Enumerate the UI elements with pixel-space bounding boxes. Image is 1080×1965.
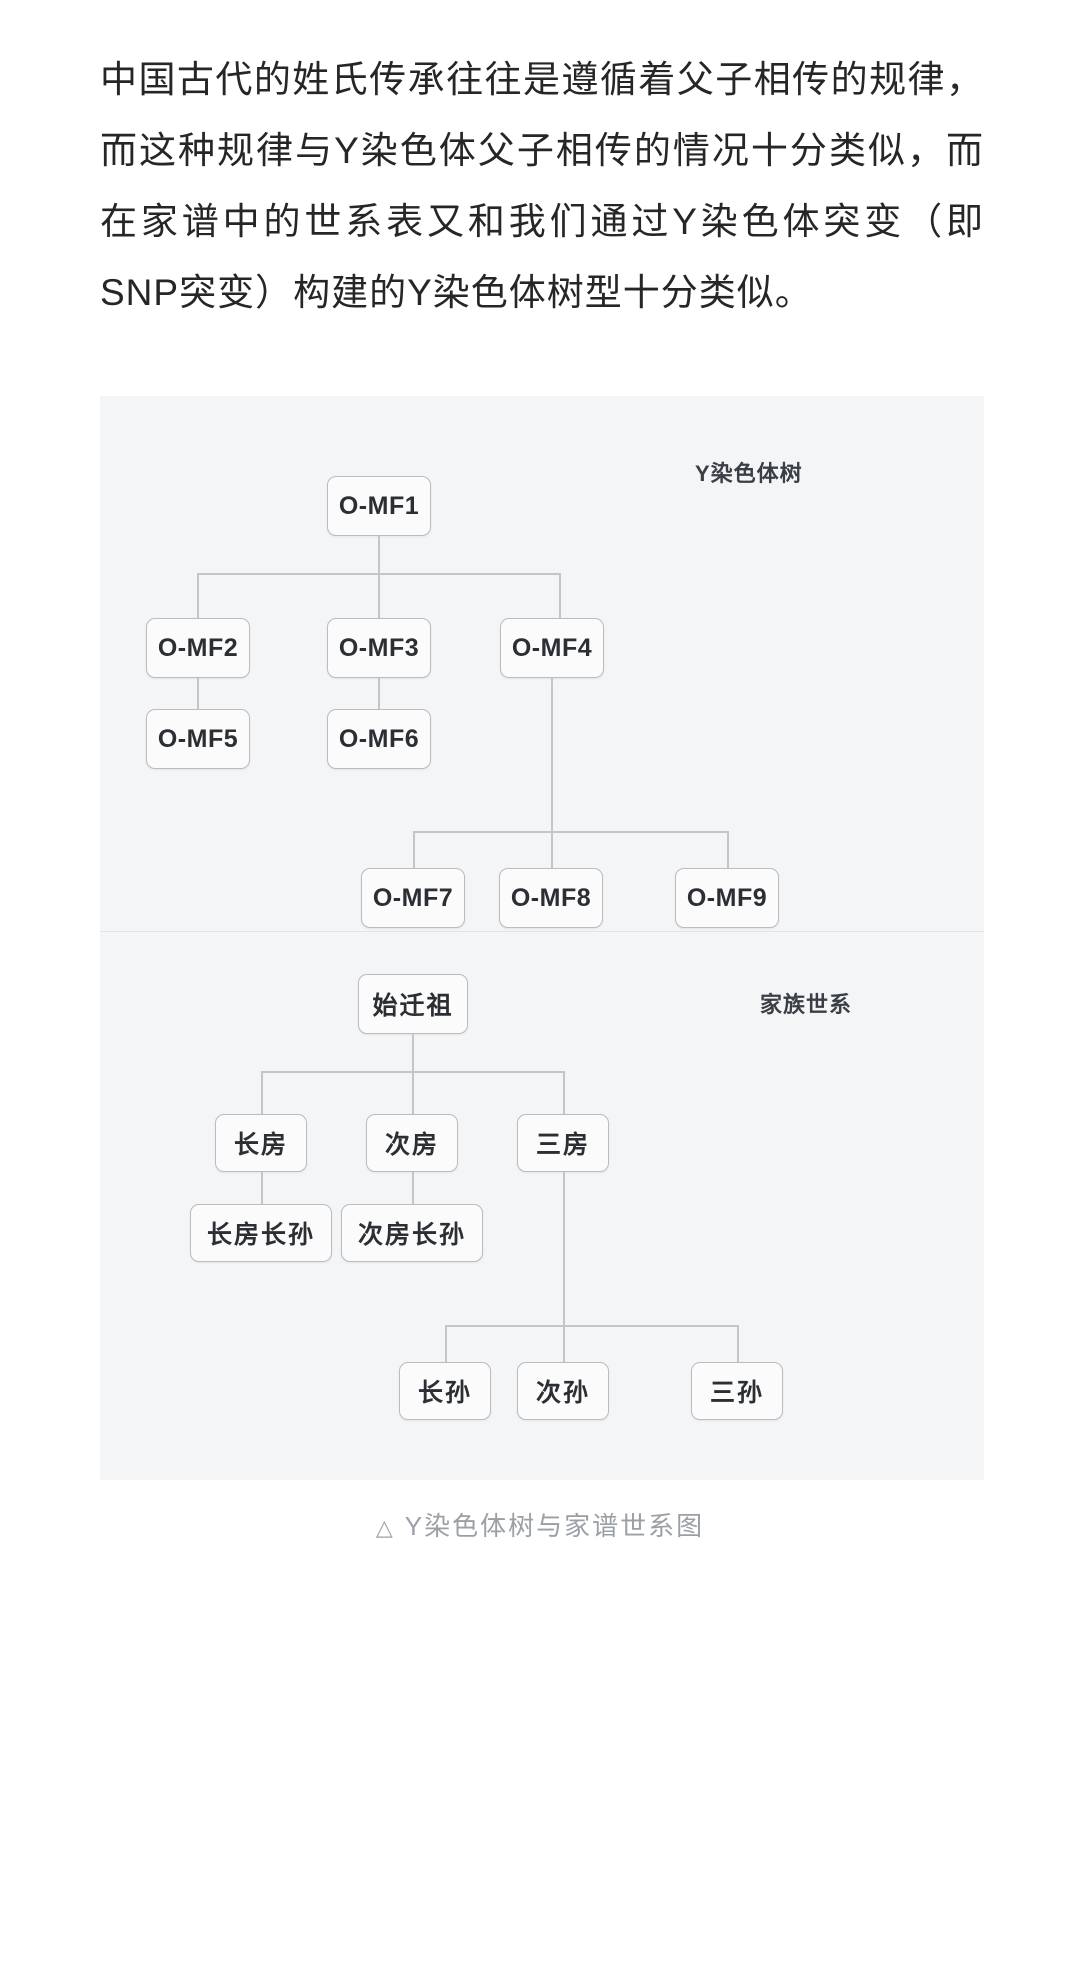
connector-to-sansun — [737, 1325, 739, 1362]
node-zhangfang-zhangsun[interactable]: 长房长孙 — [190, 1204, 332, 1262]
connector-to-mf8 — [551, 831, 553, 868]
connector-mf3-mf6 — [378, 678, 380, 709]
connector-sanfang-down — [563, 1172, 565, 1326]
connector-to-cisun — [563, 1325, 565, 1362]
connector-mf4-down — [551, 678, 553, 832]
triangle-icon: △ — [375, 1515, 395, 1540]
connector-bus-row4 — [413, 831, 727, 833]
panel-y-chromosome-tree: Y染色体树 O-MF1 O-MF2 O-MF3 O-MF4 O-MF5 O-MF… — [100, 396, 984, 931]
node-sanfang[interactable]: 三房 — [517, 1114, 609, 1172]
article-paragraph: 中国古代的姓氏传承往往是遵循着父子相传的规律，而这种规律与Y染色体父子相传的情况… — [100, 59, 984, 313]
connector-cifang-down — [412, 1172, 414, 1204]
node-cifang[interactable]: 次房 — [366, 1114, 458, 1172]
connector-to-sanfang — [563, 1071, 565, 1114]
connector-to-cifang — [412, 1071, 414, 1114]
connector-to-mf3 — [378, 573, 380, 618]
node-o-mf6[interactable]: O-MF6 — [327, 709, 431, 769]
connector-mf1-down — [378, 536, 380, 574]
panel-title-family-lineage: 家族世系 — [760, 992, 853, 1017]
node-shiqianzu[interactable]: 始迁祖 — [358, 974, 468, 1034]
node-cisun[interactable]: 次孙 — [517, 1362, 609, 1420]
connector-to-mf7 — [413, 831, 415, 868]
connector-to-zhangsun — [445, 1325, 447, 1362]
node-o-mf4[interactable]: O-MF4 — [500, 618, 604, 678]
connector-to-mf9 — [727, 831, 729, 868]
panel-title-y-chromosome-tree: Y染色体树 — [695, 461, 803, 486]
figure-container: Y染色体树 O-MF1 O-MF2 O-MF3 O-MF4 O-MF5 O-MF… — [100, 396, 984, 1480]
node-o-mf5[interactable]: O-MF5 — [146, 709, 250, 769]
connector-zhangfang-down — [261, 1172, 263, 1204]
panel-family-lineage: 家族世系 始迁祖 长房 次房 三房 长房长孙 次房长孙 长孙 次孙 三孙 — [100, 932, 984, 1480]
connector-to-mf2 — [197, 573, 199, 618]
node-o-mf2[interactable]: O-MF2 — [146, 618, 250, 678]
figure-caption-text: Y染色体树与家谱世系图 — [404, 1511, 705, 1541]
connector-root-down — [412, 1034, 414, 1072]
panel-divider — [100, 931, 984, 932]
node-o-mf7[interactable]: O-MF7 — [361, 868, 465, 928]
connector-to-zhangfang — [261, 1071, 263, 1114]
connector-to-mf4 — [559, 573, 561, 618]
node-o-mf9[interactable]: O-MF9 — [675, 868, 779, 928]
node-zhangsun[interactable]: 长孙 — [399, 1362, 491, 1420]
article-body: 中国古代的姓氏传承往往是遵循着父子相传的规律，而这种规律与Y染色体父子相传的情况… — [0, 0, 1080, 328]
connector-mf2-mf5 — [197, 678, 199, 709]
node-o-mf8[interactable]: O-MF8 — [499, 868, 603, 928]
node-sansun[interactable]: 三孙 — [691, 1362, 783, 1420]
node-o-mf3[interactable]: O-MF3 — [327, 618, 431, 678]
node-o-mf1[interactable]: O-MF1 — [327, 476, 431, 536]
node-zhangfang[interactable]: 长房 — [215, 1114, 307, 1172]
connector-bus-grandsons — [445, 1325, 737, 1327]
figure-caption: △ Y染色体树与家谱世系图 — [0, 1506, 1080, 1543]
node-cifang-zhangsun[interactable]: 次房长孙 — [341, 1204, 483, 1262]
